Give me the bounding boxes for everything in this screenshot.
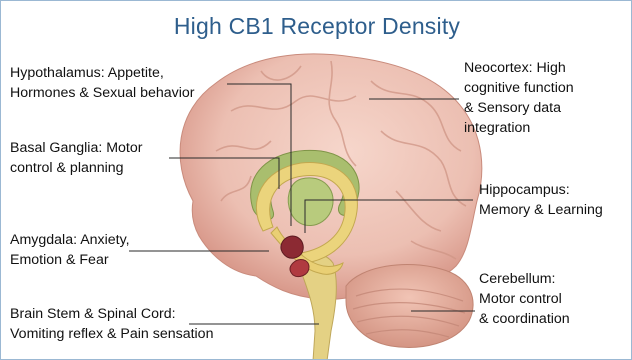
brain-stem-label-line-1: Brain Stem & Spinal Cord: [10,304,213,324]
hippocampus-label-line-1: Hippocampus: [479,180,603,200]
cerebellum-label-line-1: Cerebellum: [479,269,570,289]
amygdala-label: Amygdala: Anxiety, Emotion & Fear [10,230,130,270]
amygdala-label-line-1: Amygdala: Anxiety, [10,230,130,250]
cerebellum-label-line-2: Motor control [479,289,570,309]
cerebellum-label: Cerebellum: Motor control & coordination [479,269,570,329]
cerebellum-label-line-3: & coordination [479,309,570,329]
amygdala-label-line-2: Emotion & Fear [10,250,130,270]
neocortex-label-line-2: cognitive function [464,78,574,98]
hypothalamus-label: Hypothalamus: Appetite, Hormones & Sexua… [10,63,195,103]
basal-ganglia-label: Basal Ganglia: Motor control & planning [10,138,142,178]
hypothalamus-label-line-2: Hormones & Sexual behavior [10,83,195,103]
brain-stem-label: Brain Stem & Spinal Cord: Vomiting refle… [10,304,213,344]
neocortex-label-line-4: integration [464,118,574,138]
hippocampus-label: Hippocampus: Memory & Learning [479,180,603,220]
hippocampus-label-line-2: Memory & Learning [479,200,603,220]
hypothalamus-label-line-1: Hypothalamus: Appetite, [10,63,195,83]
neocortex-label-line-3: & Sensory data [464,98,574,118]
brain-stem-label-line-2: Vomiting reflex & Pain sensation [10,324,213,344]
basal-ganglia-body [288,178,333,226]
neocortex-label: Neocortex: High cognitive function & Sen… [464,58,574,138]
basal-ganglia-label-line-1: Basal Ganglia: Motor [10,138,142,158]
page-title: High CB1 Receptor Density [1,13,632,40]
neocortex-label-line-1: Neocortex: High [464,58,574,78]
basal-ganglia-label-line-2: control & planning [10,158,142,178]
amygdala-shape [281,236,303,258]
